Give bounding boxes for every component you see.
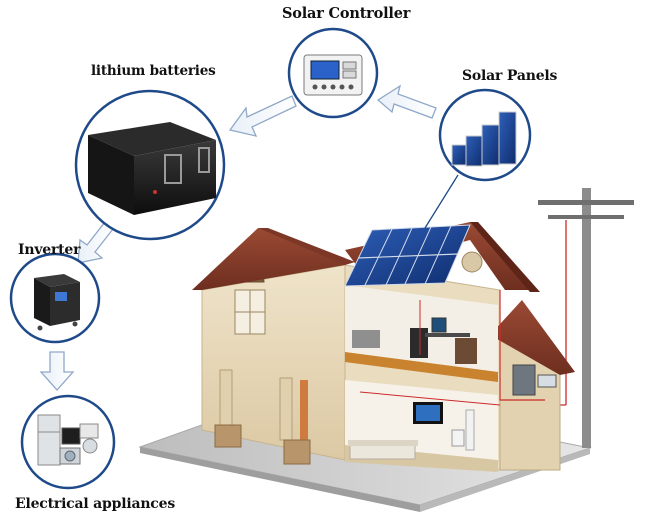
- solar-controller-label: Solar Controller: [282, 5, 411, 22]
- arrow-inverter-to-appliances: [39, 351, 75, 391]
- solar-panels-icon: [451, 111, 517, 167]
- arrow-batteries-to-inverter: [77, 221, 114, 264]
- appliances-icon: [37, 414, 99, 466]
- panel-connector-line: [424, 174, 459, 229]
- inverter-icon: [34, 274, 80, 331]
- roof-solar-array: [344, 224, 471, 287]
- battery-icon: [88, 122, 216, 215]
- inverter-bubble: [9, 252, 101, 344]
- arrow-controller-to-batteries: [228, 95, 297, 137]
- appliances-bubble: [20, 394, 116, 490]
- controller-bubble: [287, 27, 379, 119]
- electrical-appliances-label: Electrical appliances: [15, 496, 176, 512]
- panels-bubble: [438, 88, 532, 182]
- arrow-panels-to-controller: [376, 84, 437, 119]
- inverter-label: Inverter: [18, 242, 81, 258]
- lithium-batteries-label: lithium batteries: [91, 63, 216, 79]
- batteries-bubble: [74, 89, 226, 241]
- house: [192, 222, 575, 472]
- flow-arrows: [39, 84, 437, 391]
- solar-panels-label: Solar Panels: [462, 68, 558, 84]
